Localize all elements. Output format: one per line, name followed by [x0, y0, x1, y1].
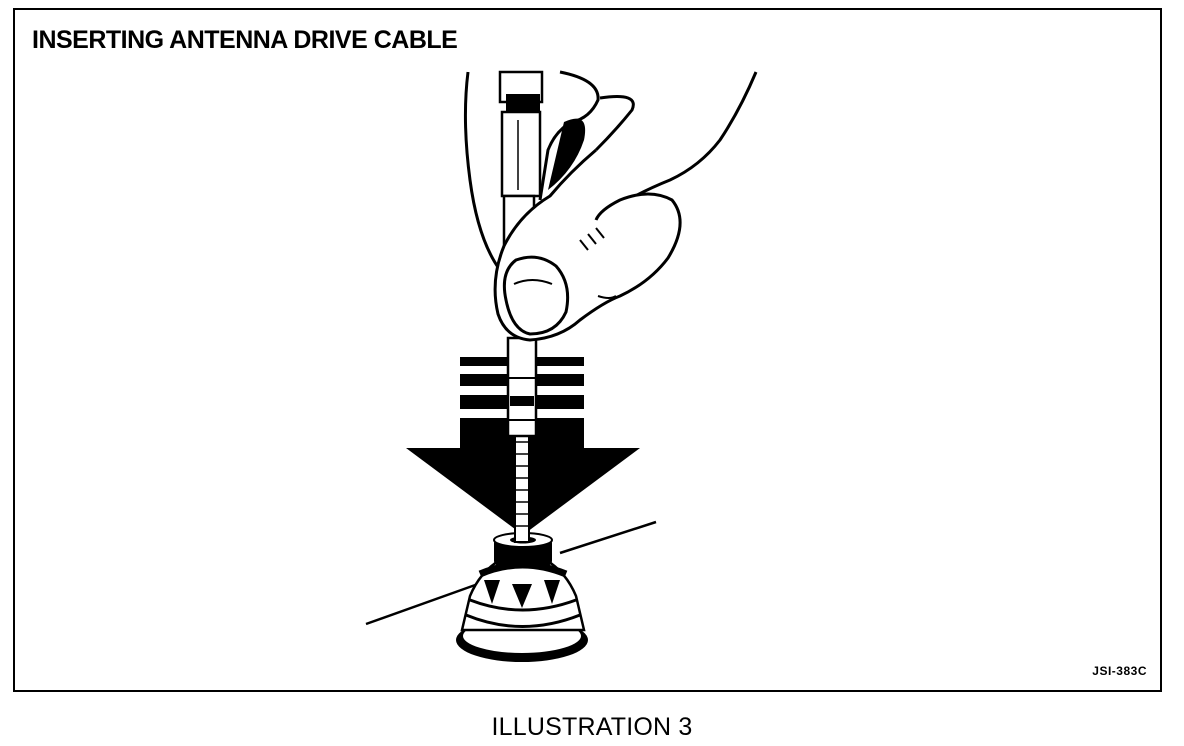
drive-cable-threaded	[514, 429, 530, 543]
figure-code: JSI-383C	[1092, 664, 1147, 678]
antenna-mast-upper	[498, 70, 544, 258]
antenna-motor-housing	[456, 532, 588, 662]
hand-illustration	[463, 70, 758, 342]
cable-ferrule	[506, 336, 538, 438]
figure-frame	[13, 8, 1162, 692]
figure-caption: ILLUSTRATION 3	[491, 713, 693, 741]
leader-line-left	[365, 582, 479, 626]
figure-title: INSERTING ANTENNA DRIVE CABLE	[32, 26, 458, 54]
leader-line-right	[559, 520, 657, 555]
